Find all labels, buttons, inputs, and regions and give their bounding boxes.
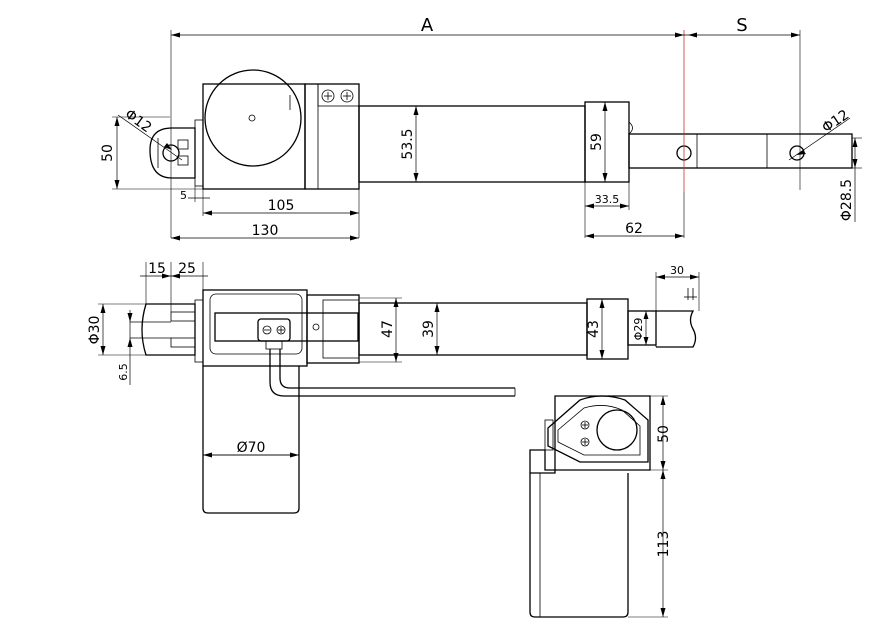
connector-and-cable: [257, 318, 516, 397]
dim-A: A: [170, 15, 684, 238]
inner-rod-top: [628, 30, 853, 192]
dim-d30: Φ30: [87, 303, 146, 356]
dim-h50-end: 50: [650, 395, 672, 471]
dim-d70: Ø70: [203, 440, 299, 458]
dim-A-label: A: [421, 15, 434, 36]
outer-tube-top: [358, 105, 586, 183]
dim-w30: 30: [655, 264, 700, 311]
dim-h39-label: 39: [421, 320, 437, 338]
dim-h39: 39: [421, 303, 440, 355]
dim-d29-label: Φ29: [632, 318, 645, 341]
dim-w130: 130: [171, 223, 359, 241]
dim-w15-label: 15: [148, 261, 166, 277]
dim-S: S: [684, 15, 801, 190]
end-view: 50 113: [529, 395, 672, 618]
dim-w33-5-label: 33.5: [595, 193, 620, 206]
dim-h113-label: 113: [656, 531, 672, 558]
side-view: 15 25 Φ30 6.5 47: [87, 261, 700, 514]
dim-w62-label: 62: [625, 221, 643, 237]
dim-w5-label: 5: [180, 189, 187, 202]
rear-clevis-side: [130, 299, 204, 363]
end-motor-can: [529, 473, 629, 618]
dim-d12-left-label: Φ12: [122, 106, 155, 136]
dim-d70-label: Ø70: [237, 440, 266, 456]
dim-h47: 47: [359, 297, 402, 363]
dim-w130-label: 130: [252, 223, 279, 239]
dim-d30-label: Φ30: [87, 316, 103, 345]
dim-d12-right-label: Φ12: [819, 107, 852, 136]
dim-h6-5-label: 6.5: [117, 363, 130, 381]
top-view: A S Φ12 50 53.5: [100, 15, 862, 241]
dim-h50-side-label: 50: [100, 144, 116, 162]
dim-w5: 5: [180, 186, 210, 216]
dim-h50-end-label: 50: [656, 425, 672, 443]
dim-h113: 113: [628, 470, 672, 618]
dim-h59-label: 59: [589, 133, 605, 151]
dim-d28-5: Φ28.5: [839, 137, 862, 222]
dim-h47-label: 47: [380, 320, 396, 338]
dim-w33-5: 33.5: [584, 182, 630, 238]
rear-clevis: [149, 119, 204, 187]
dim-h50-side: 50: [100, 116, 203, 190]
dim-w25-label: 25: [178, 261, 196, 277]
dim-w105-label: 105: [268, 198, 295, 214]
rod-end-side: [627, 310, 697, 348]
dim-h6-5: 6.5: [117, 310, 133, 385]
dim-d28-5-label: Φ28.5: [839, 179, 855, 221]
dim-h53-5: 53.5: [400, 106, 419, 182]
dim-h59: 59: [589, 102, 608, 182]
dim-w30-label: 30: [670, 264, 684, 277]
dim-S-label: S: [736, 15, 747, 36]
dim-d29: Φ29: [632, 311, 649, 345]
end-housing: [529, 395, 651, 474]
terminal-screws: [321, 89, 354, 103]
motor-housing-top: [202, 69, 360, 190]
dim-w62: 62: [585, 192, 685, 239]
dim-w105: 105: [203, 182, 360, 238]
dim-h43: 43: [586, 299, 605, 359]
dim-w15-w25: 15 25: [140, 261, 208, 312]
dim-h43-label: 43: [586, 320, 602, 338]
dim-h53-5-label: 53.5: [400, 128, 416, 159]
